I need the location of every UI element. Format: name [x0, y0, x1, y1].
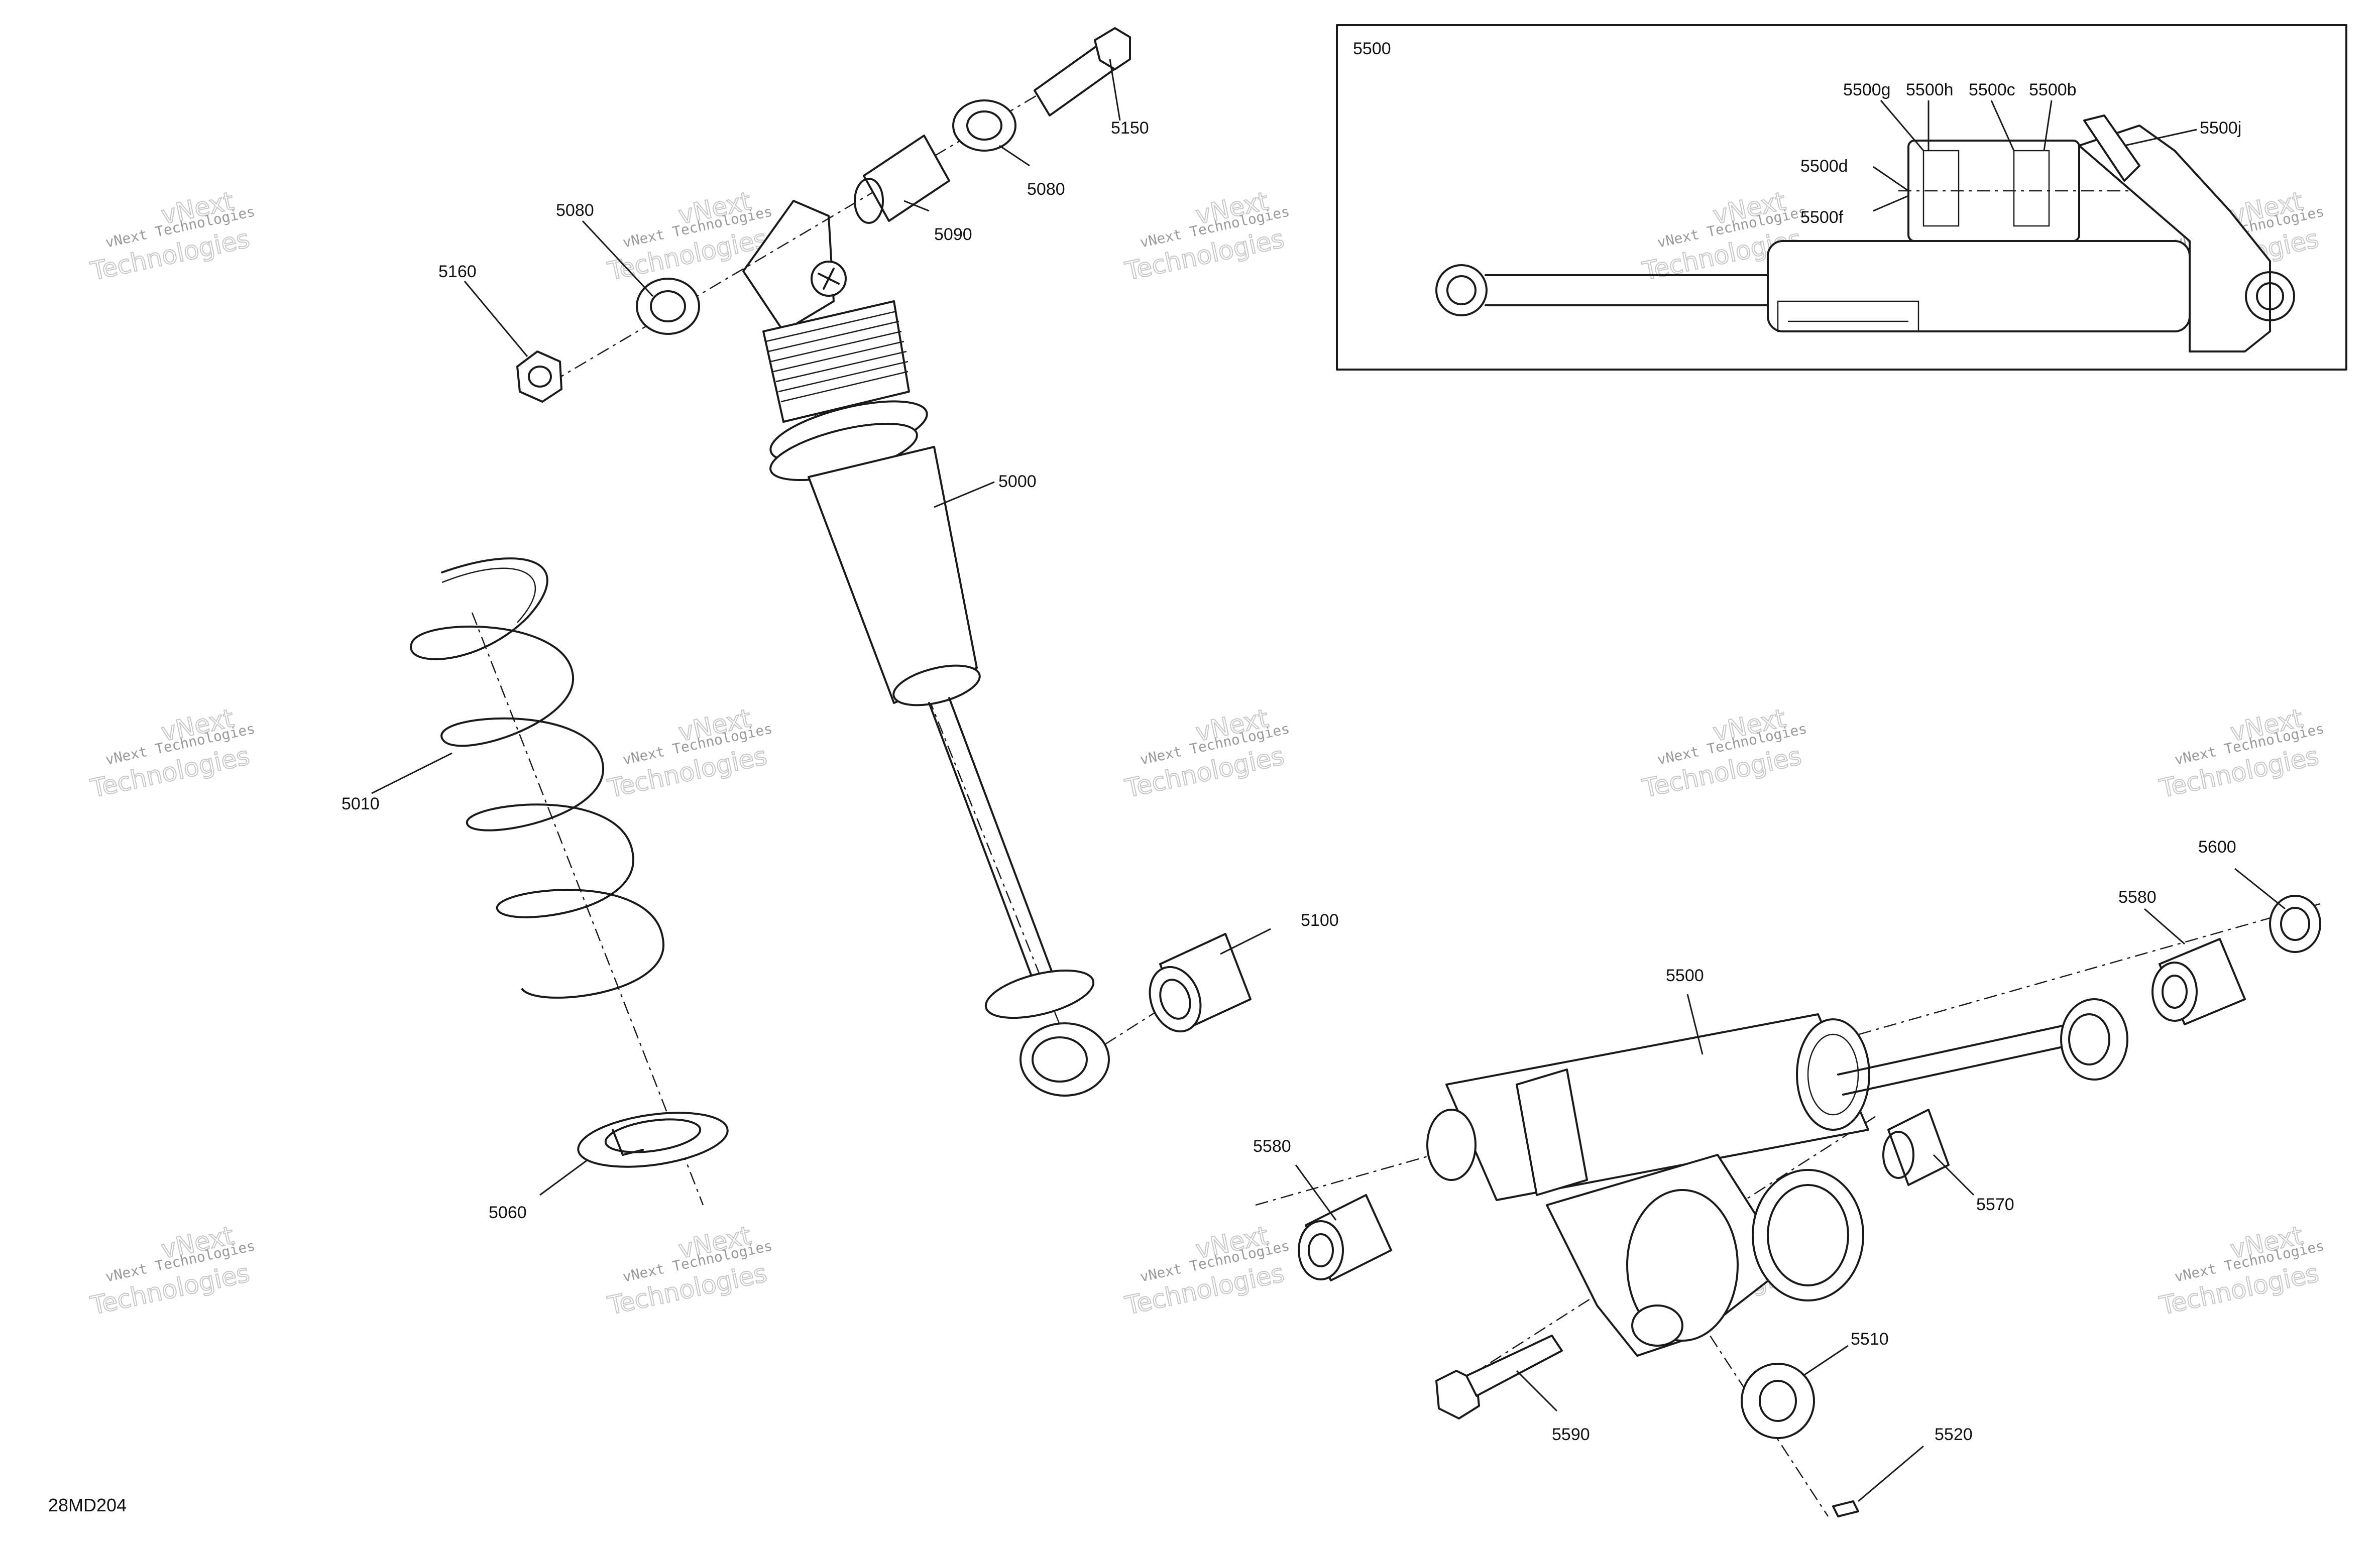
bushing-5100 [1104, 933, 1252, 1045]
callout-5080-left: 5080 [556, 201, 594, 220]
callout-5580-left: 5580 [1253, 1137, 1291, 1156]
callout-5090: 5090 [934, 225, 972, 244]
callout-5100: 5100 [1301, 911, 1339, 930]
callouts: 5150 5080 5090 5080 5160 5000 5010 5060 … [342, 118, 2236, 1444]
callout-5580-right: 5580 [2118, 888, 2157, 907]
detail-inset: 5500 5500g 5500h 5500c 5500b 5500j 5500d… [1336, 24, 2347, 371]
inset-shock-drawing [1435, 114, 2295, 352]
callout-5590: 5590 [1552, 1425, 1590, 1444]
callout-5160: 5160 [438, 262, 477, 281]
callout-5500j: 5500j [2200, 118, 2241, 138]
coilover-shock-5000 [742, 200, 1110, 1097]
callout-5500c: 5500c [1969, 80, 2015, 99]
callout-5500b: 5500b [2029, 80, 2077, 99]
rear-left-hardware [1298, 1194, 1859, 1517]
callout-5570: 5570 [1976, 1195, 2014, 1214]
top-mount-hardware [516, 27, 1131, 403]
callout-5060: 5060 [489, 1203, 527, 1222]
diagram-code: 28MD204 [48, 1495, 127, 1515]
callout-5150: 5150 [1111, 118, 1149, 138]
callout-5000: 5000 [998, 472, 1037, 491]
callout-5520: 5520 [1935, 1425, 1973, 1444]
callout-5500h: 5500h [1906, 80, 1954, 99]
callout-5510: 5510 [1851, 1330, 1889, 1349]
callout-5080-top: 5080 [1027, 180, 1065, 199]
inset-frame [1336, 24, 2347, 371]
rear-shock-5500 [1255, 903, 2321, 1517]
callout-5500d: 5500d [1800, 157, 1848, 176]
spring-seat-5060 [577, 1112, 729, 1168]
callout-5500f: 5500f [1800, 208, 1844, 227]
callout-5010: 5010 [342, 794, 380, 813]
coil-spring-5010 [410, 557, 704, 1206]
rear-right-hardware [1882, 895, 2321, 1186]
leader-lines [371, 59, 2286, 1502]
callout-5500g: 5500g [1843, 80, 1891, 99]
inset-label: 5500 [1353, 39, 1391, 58]
callout-5500: 5500 [1666, 966, 1704, 985]
callout-5600: 5600 [2198, 838, 2236, 857]
